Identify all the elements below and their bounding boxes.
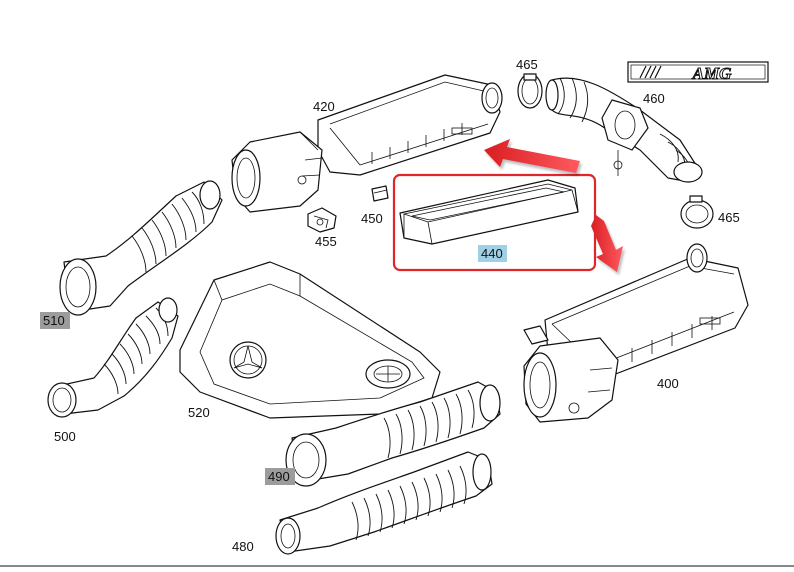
callout-490: 490 bbox=[268, 469, 290, 484]
callout-510: 510 bbox=[43, 313, 65, 328]
amg-logo-text: AMG bbox=[692, 64, 732, 83]
air-filter-housing-420 bbox=[231, 74, 503, 213]
callout-520: 520 bbox=[188, 405, 210, 420]
callout-460: 460 bbox=[643, 91, 665, 106]
air-filter-housing-400 bbox=[523, 243, 749, 423]
red-arrow-up-left bbox=[484, 139, 582, 176]
tag-440-bg bbox=[478, 245, 507, 262]
callout-455: 455 bbox=[315, 234, 337, 249]
callout-450: 450 bbox=[361, 211, 383, 226]
red-arrow-down-right bbox=[591, 215, 625, 275]
callout-480: 480 bbox=[232, 539, 254, 554]
callout-465-right: 465 bbox=[718, 210, 740, 225]
callout-labels: 420 465 460 465 450 455 400 520 500 480 … bbox=[40, 57, 740, 554]
bracket-455 bbox=[307, 207, 337, 233]
callout-500: 500 bbox=[54, 429, 76, 444]
callout-420: 420 bbox=[313, 99, 335, 114]
engine-cover-520 bbox=[179, 261, 441, 419]
callout-400: 400 bbox=[657, 376, 679, 391]
air-duct-500 bbox=[47, 297, 179, 418]
hose-clamp-465-top bbox=[517, 73, 543, 109]
intake-hose-460 bbox=[545, 77, 703, 183]
air-duct-480 bbox=[275, 451, 493, 555]
clip-450 bbox=[371, 185, 389, 202]
callout-465-top: 465 bbox=[516, 57, 538, 72]
tag-510-bg bbox=[40, 312, 70, 329]
callout-440: 440 bbox=[481, 246, 503, 261]
air-filter-element-440 bbox=[399, 179, 579, 245]
air-duct-490 bbox=[285, 381, 501, 487]
amg-logo: AMG bbox=[627, 61, 769, 84]
hose-clamp-465-right bbox=[680, 195, 714, 229]
air-duct-510 bbox=[59, 180, 223, 316]
tag-490-bg bbox=[265, 468, 295, 485]
